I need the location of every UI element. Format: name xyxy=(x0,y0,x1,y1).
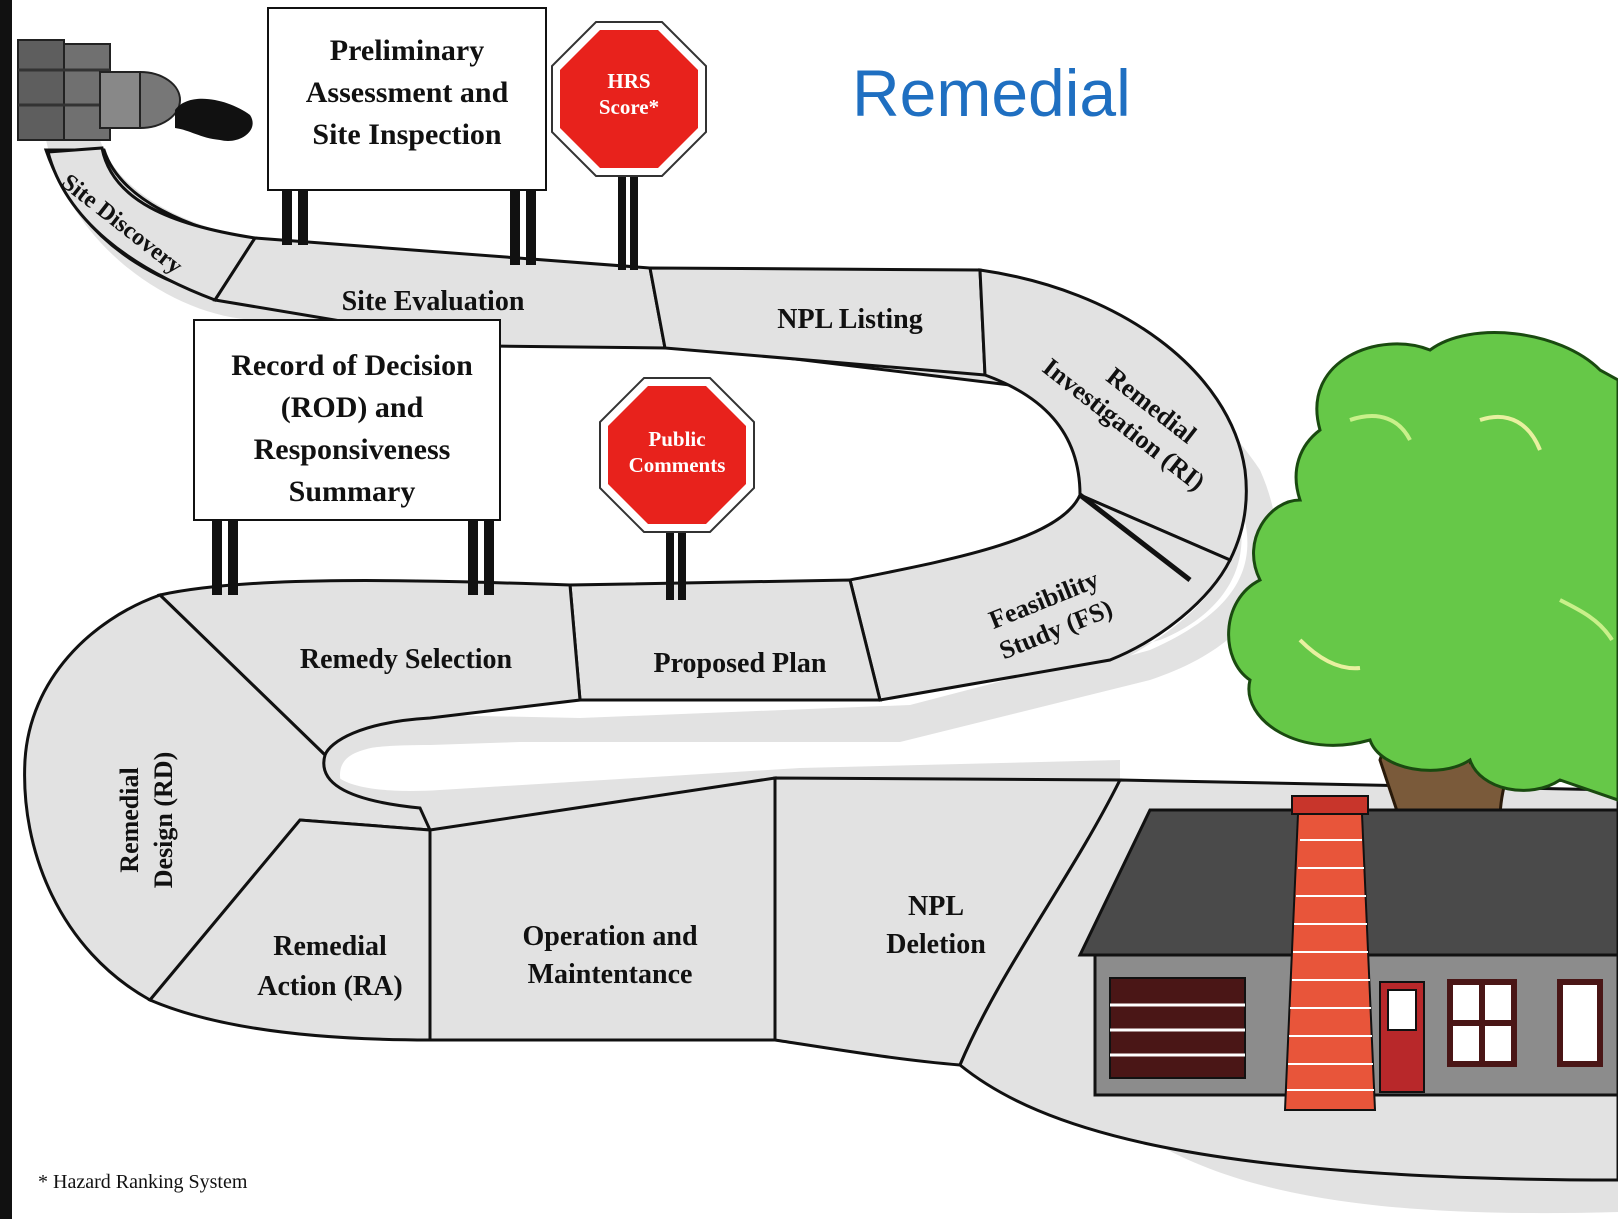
step-remedial-design: Remedial Design (RD) xyxy=(115,752,178,889)
step-proposed-plan: Proposed Plan xyxy=(654,648,827,679)
rod-line-4: Summary xyxy=(289,475,416,508)
hrs-line-1: HRS xyxy=(607,69,650,93)
public-line-2: Comments xyxy=(629,453,726,477)
public-line-1: Public xyxy=(648,427,705,451)
step-remedy-selection: Remedy Selection xyxy=(300,644,513,675)
stop-sign-icon: HRS Score* xyxy=(551,21,707,270)
ri-fs-divider xyxy=(1078,493,1192,582)
barrels-icon xyxy=(17,39,253,141)
rd-line-2: Design (RD) xyxy=(149,752,178,889)
step-npl-listing: NPL Listing xyxy=(777,304,922,335)
rd-line-1: Remedial xyxy=(115,767,144,872)
rod-line-3: Responsiveness xyxy=(254,433,451,466)
ra-line-1: Remedial xyxy=(273,931,387,962)
rod-line-2: (ROD) and xyxy=(281,391,424,424)
house-icon xyxy=(1077,795,1618,1111)
om-line-2: Maintentance xyxy=(528,959,693,990)
pa-si-line-2: Assessment and xyxy=(306,76,509,109)
tree-icon xyxy=(1227,331,1618,822)
ra-line-2: Action (RA) xyxy=(257,971,402,1002)
page-title: Remedial xyxy=(852,56,1131,130)
pa-si-line-1: Preliminary xyxy=(330,34,484,67)
npl-deletion-line-2: Deletion xyxy=(886,929,986,960)
sign-pa-si: Preliminary Assessment and Site Inspecti… xyxy=(267,7,547,265)
footnote: * Hazard Ranking System xyxy=(38,1171,248,1193)
step-site-evaluation: Site Evaluation xyxy=(342,286,525,317)
sign-rod: Record of Decision (ROD) and Responsiven… xyxy=(193,319,501,595)
rod-line-1: Record of Decision xyxy=(231,349,473,382)
pa-si-line-3: Site Inspection xyxy=(312,118,502,151)
left-border xyxy=(0,0,12,1219)
hrs-line-2: Score* xyxy=(599,95,659,119)
npl-deletion-line-1: NPL xyxy=(908,891,964,922)
stop-sign-icon: Public Comments xyxy=(599,377,755,600)
om-line-1: Operation and xyxy=(522,921,697,952)
